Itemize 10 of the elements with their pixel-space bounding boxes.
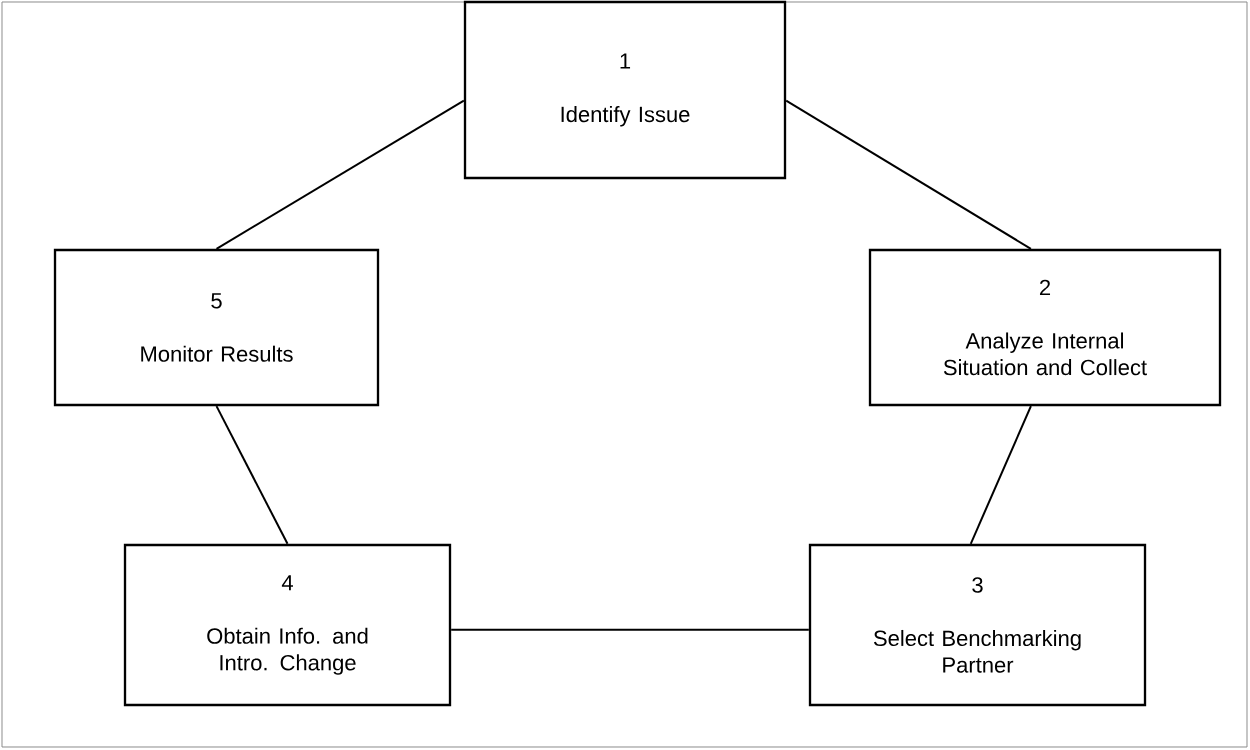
connector-line: [450, 628, 810, 631]
connector-line: [785, 99, 1032, 250]
connector-line: [969, 405, 1032, 545]
connector-line: [215, 99, 465, 250]
process-box: 1 Identify Issue: [463, 0, 787, 180]
process-box: 3 Select Benchmarking Partner: [808, 543, 1147, 707]
connector-line: [215, 405, 289, 545]
process-box: 4 Obtain Info. and Intro. Change: [123, 543, 452, 707]
process-box: 5 Monitor Results: [53, 248, 380, 407]
process-box: 2 Analyze Internal Situation and Collect: [868, 248, 1222, 407]
